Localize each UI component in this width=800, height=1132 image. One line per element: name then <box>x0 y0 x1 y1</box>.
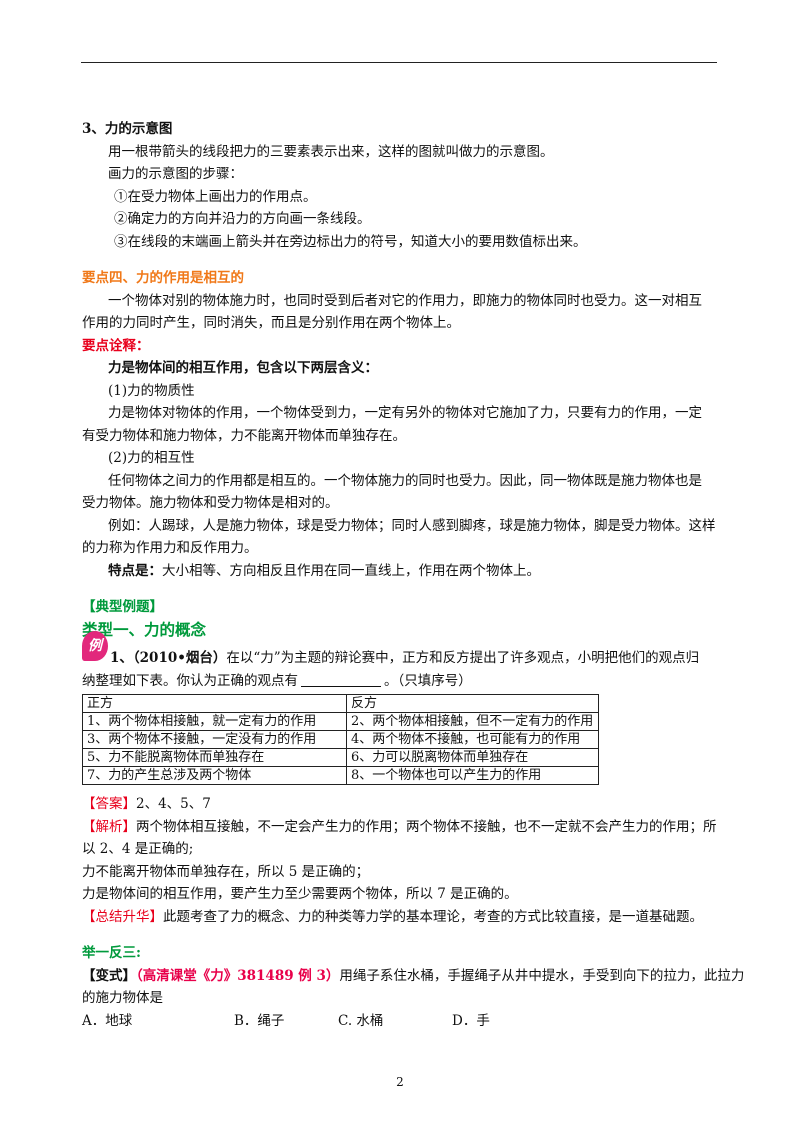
material-text-line2: 有受力物体和施力物体，力不能离开物体而单独存在。 <box>82 427 406 444</box>
table-header-cell: 正方 <box>82 694 347 713</box>
analysis-line-3: 力不能离开物体而单独存在，所以 5 是正确的； <box>82 863 370 880</box>
viewpoints-table: 正方 反方 1、两个物体相接触，就一定有力的作用 2、两个物体相接触，但不一定有… <box>82 694 599 785</box>
choices-row: A．地球 B．绳子 C. 水桶 D．手 <box>82 1010 718 1033</box>
question-number: 1、 <box>110 650 133 666</box>
question-text-2b: 。（只填序号） <box>384 672 472 689</box>
section-4-title: 要点四、力的作用是相互的 <box>82 270 244 286</box>
mutual-text-line1: 任何物体之间力的作用都是相互的。一个物体施力的同时也受力。因此，同一物体既是施力… <box>108 472 702 489</box>
question-text-2a: 纳整理如下表。你认为正确的观点有 <box>82 672 298 689</box>
question-line-1: 例 1、（2010•烟台）在以“力”为主题的辩论赛中，正方和反方提出了许多观点，… <box>82 631 718 670</box>
type-1-title: 类型一、力的概念 <box>82 619 207 639</box>
table-cell: 5、力不能脱离物体而单独存在 <box>82 748 347 767</box>
example-text-line1: 例如：人踢球，人是施力物体，球是受力物体；同时人感到脚疼，球是施力物体，脚是受力… <box>108 517 716 534</box>
table-row: 5、力不能脱离物体而单独存在 6、力可以脱离物体而单独存在 <box>82 748 599 767</box>
practice-title: 举一反三: <box>82 945 141 961</box>
header-rule <box>81 62 717 63</box>
question-text-1: 在以“力”为主题的辩论赛中，正方和反方提出了许多观点，小明把他们的观点归 <box>226 650 700 666</box>
heading-mutual: (2)力的相互性 <box>108 450 195 466</box>
question-source: （2010•烟台） <box>132 650 227 666</box>
analysis-text-1: 两个物体相互接触，不一定会产生力的作用；两个物体不接触，也不一定就不会产生力的作… <box>136 818 717 835</box>
analysis-line-2: 以 2、4 是正确的; <box>82 841 194 857</box>
step-1: ①在受力物体上画出力的作用点。 <box>114 188 317 205</box>
summary-line: 【总结升华】此题考查了力的概念、力的种类等力学的基本理论，考查的方式比较直接，是… <box>82 906 718 929</box>
examples-title: 【典型例题】 <box>82 599 163 615</box>
variant-open: 【变式】 <box>82 967 136 984</box>
table-cell: 4、两个物体不接触，也可能有力的作用 <box>346 730 599 749</box>
heading-material: (1)力的物质性 <box>108 382 195 399</box>
table-cell: 6、力可以脱离物体而单独存在 <box>346 748 599 767</box>
table-row: 1、两个物体相接触，就一定有力的作用 2、两个物体相接触，但不一定有力的作用 <box>82 712 599 731</box>
variant-line-2: 的施力物体是 <box>82 990 163 1006</box>
table-row: 7、力的产生总涉及两个物体 8、一个物体也可以产生力的作用 <box>82 766 599 785</box>
answer-line: 【答案】2、4、5、7 <box>82 793 718 816</box>
answer-blank[interactable] <box>301 672 381 687</box>
section-3-steps-intro: 画力的示意图的步骤： <box>108 166 243 182</box>
answer-text: 2、4、5、7 <box>136 796 211 812</box>
step-3: ③在线段的末端画上箭头并在旁边标出力的符号，知道大小的要用数值标出来。 <box>114 233 587 250</box>
page-number: 2 <box>396 1075 404 1089</box>
analysis-line-4: 力是物体间的相互作用，要产生力至少需要两个物体，所以 7 是正确的。 <box>82 886 518 902</box>
variant-line-1: 【变式】（高清课堂《力》381489 例 3）用绳子系住水桶，手握绳子从井中提水… <box>82 965 744 988</box>
choice-c[interactable]: C. 水桶 <box>338 1012 384 1029</box>
table-row: 3、两个物体不接触，一定没有力的作用 4、两个物体不接触，也可能有力的作用 <box>82 730 599 749</box>
feature-line: 特点是：大小相等、方向相反且作用在同一直线上，作用在两个物体上。 <box>82 560 718 583</box>
section-3-para: 用一根带箭头的线段把力的三要素表示出来，这样的图就叫做力的示意图。 <box>108 143 554 160</box>
material-text-line1: 力是物体对物体的作用，一个物体受到力，一定有另外的物体对它施加了力，只要有力的作… <box>108 405 702 421</box>
variant-text-1: 用绳子系住水桶，手握绳子从井中提水，手受到向下的拉力，此拉力 <box>339 967 745 984</box>
section-4-para-line2: 作用的力同时产生，同时消失，而且是分别作用在两个物体上。 <box>82 315 460 331</box>
table-cell: 3、两个物体不接触，一定没有力的作用 <box>82 730 347 749</box>
mutual-text-line2: 受力物体。施力物体和受力物体是相对的。 <box>82 495 339 511</box>
explain-lead: 力是物体间的相互作用，包含以下两层含义： <box>108 360 378 376</box>
example-badge-icon: 例 <box>82 631 108 661</box>
table-cell: 1、两个物体相接触，就一定有力的作用 <box>82 712 347 731</box>
table-cell: 8、一个物体也可以产生力的作用 <box>346 766 599 785</box>
choice-d[interactable]: D．手 <box>452 1012 490 1029</box>
section-3-title: 3、力的示意图 <box>82 121 173 137</box>
summary-label: 【总结升华】 <box>82 908 163 925</box>
choice-b[interactable]: B．绳子 <box>234 1012 285 1029</box>
choice-a[interactable]: A．地球 <box>82 1012 133 1029</box>
page-content: 3、力的示意图 用一根带箭头的线段把力的三要素表示出来，这样的图就叫做力的示意图… <box>82 118 744 1033</box>
feature-label: 特点是： <box>108 562 162 579</box>
section-4-para-line1: 一个物体对别的物体施力时，也同时受到后者对它的作用力，即施力的物体同时也受力。这… <box>108 292 702 309</box>
explain-label: 要点诠释： <box>82 337 150 354</box>
question-line-2: 纳整理如下表。你认为正确的观点有 。（只填序号） <box>82 670 718 693</box>
step-2: ②确定力的方向并沿力的方向画一条线段。 <box>114 211 371 227</box>
table-header-row: 正方 反方 <box>82 694 599 713</box>
analysis-label: 【解析】 <box>82 818 136 835</box>
table-cell: 7、力的产生总涉及两个物体 <box>82 766 347 785</box>
feature-text: 大小相等、方向相反且作用在同一直线上，作用在两个物体上。 <box>162 562 540 579</box>
answer-label: 【答案】 <box>82 796 136 812</box>
variant-source: （高清课堂《力》381489 例 3） <box>136 967 340 984</box>
example-text-line2: 的力称为作用力和反作用力。 <box>82 540 258 556</box>
summary-text: 此题考查了力的概念、力的种类等力学的基本理论，考查的方式比较直接，是一道基础题。 <box>163 908 703 925</box>
table-header-cell: 反方 <box>346 694 599 713</box>
table-cell: 2、两个物体相接触，但不一定有力的作用 <box>346 712 599 731</box>
analysis-line-1: 【解析】两个物体相互接触，不一定会产生力的作用；两个物体不接触，也不一定就不会产… <box>82 816 718 839</box>
